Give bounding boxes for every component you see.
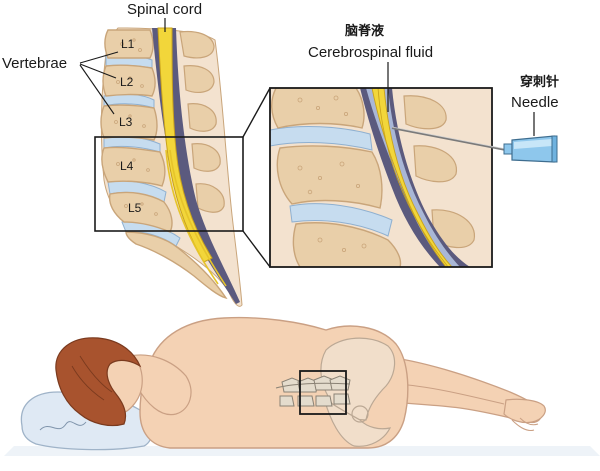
vertebra-label-l5: L5 <box>128 201 142 215</box>
bone-texture <box>114 38 158 216</box>
spinal-canal <box>152 28 240 304</box>
needle-shaft <box>391 127 507 151</box>
vertebrae-label: Vertebrae <box>2 55 67 72</box>
puncture-site-box <box>299 370 347 415</box>
csf-label-en: Cerebrospinal fluid <box>308 44 433 61</box>
vertebra-label-l2: L2 <box>120 75 134 89</box>
patient-hair <box>55 337 142 427</box>
vertebra-body-l5 <box>108 191 173 233</box>
needle-label-cn: 穿刺针 <box>520 74 559 90</box>
vertebra-label-l3: L3 <box>119 115 133 129</box>
csf-label-cn: 脑脊液 <box>345 23 384 39</box>
spine-cross-section: L1 L2 L3 L4 L5 Spinal cord Vertebrae <box>2 1 244 307</box>
vertebrae-pointers <box>79 51 119 115</box>
sacrum <box>125 231 228 300</box>
enlarged-disc-lower <box>289 203 393 237</box>
vertebra-label-l1: L1 <box>121 37 135 51</box>
enlarged-view-frame <box>269 87 493 268</box>
spinous-processes <box>179 30 225 213</box>
enlarged-disc-upper <box>270 126 373 151</box>
patient-feet <box>503 398 546 424</box>
vertebra-label-l4: L4 <box>120 159 134 173</box>
spinal-cord-label: Spinal cord <box>127 1 202 18</box>
vertebra-body-l4 <box>101 146 166 187</box>
needle-label-en: Needle <box>511 94 559 111</box>
zoom-connectors <box>242 87 271 268</box>
vertebral-bodies <box>100 29 228 300</box>
zoom-region-box <box>94 136 244 232</box>
enlarged-vertebra-upper <box>271 88 365 129</box>
enlarged-vertebra-middle <box>276 145 383 209</box>
spinal-cord <box>157 27 213 263</box>
cauda-equina <box>165 149 227 287</box>
enlarged-vertebra-lower <box>292 222 402 267</box>
bed-surface <box>4 446 600 456</box>
patient-illustration <box>4 316 600 456</box>
vertebra-body-l3 <box>100 104 158 141</box>
vertebra-body-l2 <box>102 64 156 97</box>
needle-hub <box>503 135 558 163</box>
enlarged-view: 脑脊液 Cerebrospinal fluid 穿刺针 Needle <box>269 23 559 268</box>
